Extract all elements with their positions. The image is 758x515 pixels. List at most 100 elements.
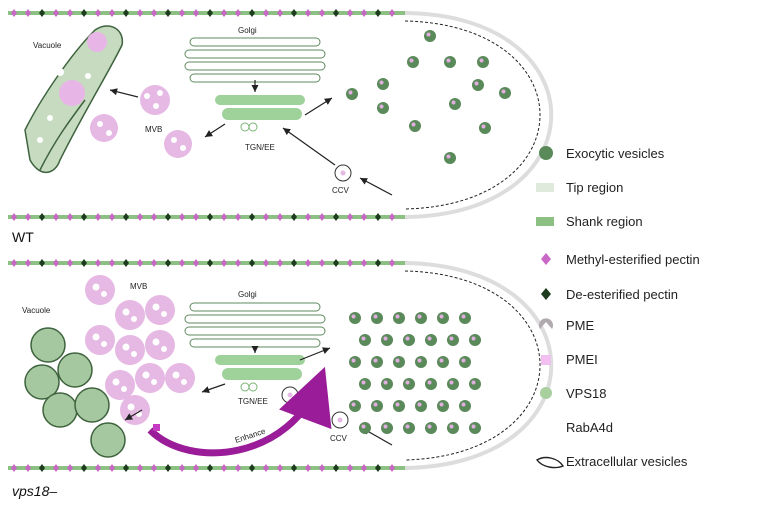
vesicle-cargo [373, 402, 378, 407]
legend-extracellular-vesicles: Extracellular vesicles [566, 454, 688, 469]
wt-tip-wall [404, 11, 554, 219]
pectin-marker [151, 213, 157, 221]
pectin-marker [95, 464, 101, 472]
pectin-marker [165, 259, 171, 267]
exocytic-vesicle [444, 152, 456, 164]
exocytic-vesicle [377, 102, 389, 114]
legend-pmei: PMEI [566, 352, 598, 367]
mutant-arrows [124, 345, 393, 446]
vesicle-cargo [479, 58, 484, 63]
pectin-marker [165, 9, 171, 17]
pectin-marker [263, 9, 269, 17]
pectin-marker [109, 259, 115, 267]
vesicle-cargo [383, 336, 388, 341]
pectin-marker [347, 9, 353, 17]
pectin-marker [25, 9, 31, 17]
vesicle-cargo [379, 104, 384, 109]
exocytic-vesicle [425, 422, 437, 434]
mvb-intraluminal-vesicle [151, 379, 157, 385]
vesicle-cargo [373, 314, 378, 319]
wt-golgi [184, 37, 326, 83]
mvb-intraluminal-vesicle [101, 341, 107, 347]
pectin-marker [207, 259, 213, 267]
mutant-golgi-label: Golgi [238, 290, 257, 299]
pectin-marker [319, 213, 325, 221]
pectin-marker [95, 213, 101, 221]
exocytic-vesicle [393, 400, 405, 412]
wt-vacuole-label: Vacuole [33, 41, 62, 50]
exocytic-vesicle [447, 378, 459, 390]
exocytic-vesicle [381, 422, 393, 434]
vesicle-cargo [481, 124, 486, 129]
vesicle-cargo [426, 32, 431, 37]
exocytic-vesicle [447, 422, 459, 434]
mvb [135, 363, 165, 393]
vesicle-cargo [383, 380, 388, 385]
exocytic-vesicle [437, 356, 449, 368]
exocytic-vesicle [425, 334, 437, 346]
wt-arrows [109, 80, 393, 196]
mvb [115, 335, 145, 365]
vesicle-cargo [439, 402, 444, 407]
vesicle-cargo [373, 358, 378, 363]
vesicle-cargo [361, 336, 366, 341]
exocytic-vesicle [403, 378, 415, 390]
pectin-marker [277, 9, 283, 17]
mutant-tgn-label: TGN/EE [238, 397, 268, 406]
exocytic-vesicle [371, 400, 383, 412]
pectin-marker [389, 9, 395, 17]
legend-raba4d: RabA4d [566, 420, 613, 435]
pectin-marker [39, 464, 45, 472]
mvb-intraluminal-vesicle [101, 291, 107, 297]
mvb-intraluminal-vesicle [161, 311, 167, 317]
pectin-marker [207, 464, 213, 472]
mvb-intraluminal-vesicle [131, 316, 137, 322]
exocytic-vesicle [459, 312, 471, 324]
pectin-marker [179, 464, 185, 472]
pectin-marker [11, 259, 17, 267]
pectin-marker [319, 9, 325, 17]
mvb-intraluminal-vesicle [92, 283, 100, 291]
wt-panel-label: WT [12, 229, 34, 245]
mvb-intraluminal-vesicle [131, 351, 137, 357]
pectin-marker [221, 213, 227, 221]
pectin-marker [375, 259, 381, 267]
pectin-marker [333, 464, 339, 472]
pectin-marker [151, 9, 157, 17]
mvb-intraluminal-vesicle [112, 378, 120, 386]
vps18-marker [153, 424, 160, 431]
pectin-marker [375, 213, 381, 221]
exocytic-vesicle [459, 356, 471, 368]
vesicle-cargo [449, 424, 454, 429]
pectin-marker [235, 213, 241, 221]
wt-vacuole [24, 25, 124, 174]
vesicle-cargo [411, 122, 416, 127]
vesicle-cargo [395, 402, 400, 407]
pectin-marker [137, 464, 143, 472]
pectin-marker [53, 464, 59, 472]
pectin-marker [193, 9, 199, 17]
pectin-marker [389, 259, 395, 267]
mvb [145, 330, 175, 360]
mvb-intraluminal-vesicle [122, 308, 130, 316]
vesicle-cargo [446, 58, 451, 63]
extracellular-vesicle-icon [535, 456, 565, 469]
pectin-marker [207, 213, 213, 221]
wt-tgn [215, 95, 305, 132]
vesicle-cargo [446, 154, 451, 159]
pectin-marker [277, 259, 283, 267]
vesicle-cargo [501, 89, 506, 94]
pectin-marker [81, 464, 87, 472]
pectin-marker [333, 9, 339, 17]
pectin-marker [39, 259, 45, 267]
vesicle-cargo [395, 358, 400, 363]
pectin-marker [193, 213, 199, 221]
mvb-intraluminal-vesicle [172, 371, 180, 379]
exocytic-vesicle [424, 30, 436, 42]
pectin-marker [123, 259, 129, 267]
pectin-marker [39, 213, 45, 221]
mutant-mvb-label: MVB [130, 282, 147, 291]
legend: Exocytic vesicles Tip region Shank regio… [535, 146, 700, 469]
exocytic-vesicle [359, 378, 371, 390]
exocytic-vesicle [459, 400, 471, 412]
